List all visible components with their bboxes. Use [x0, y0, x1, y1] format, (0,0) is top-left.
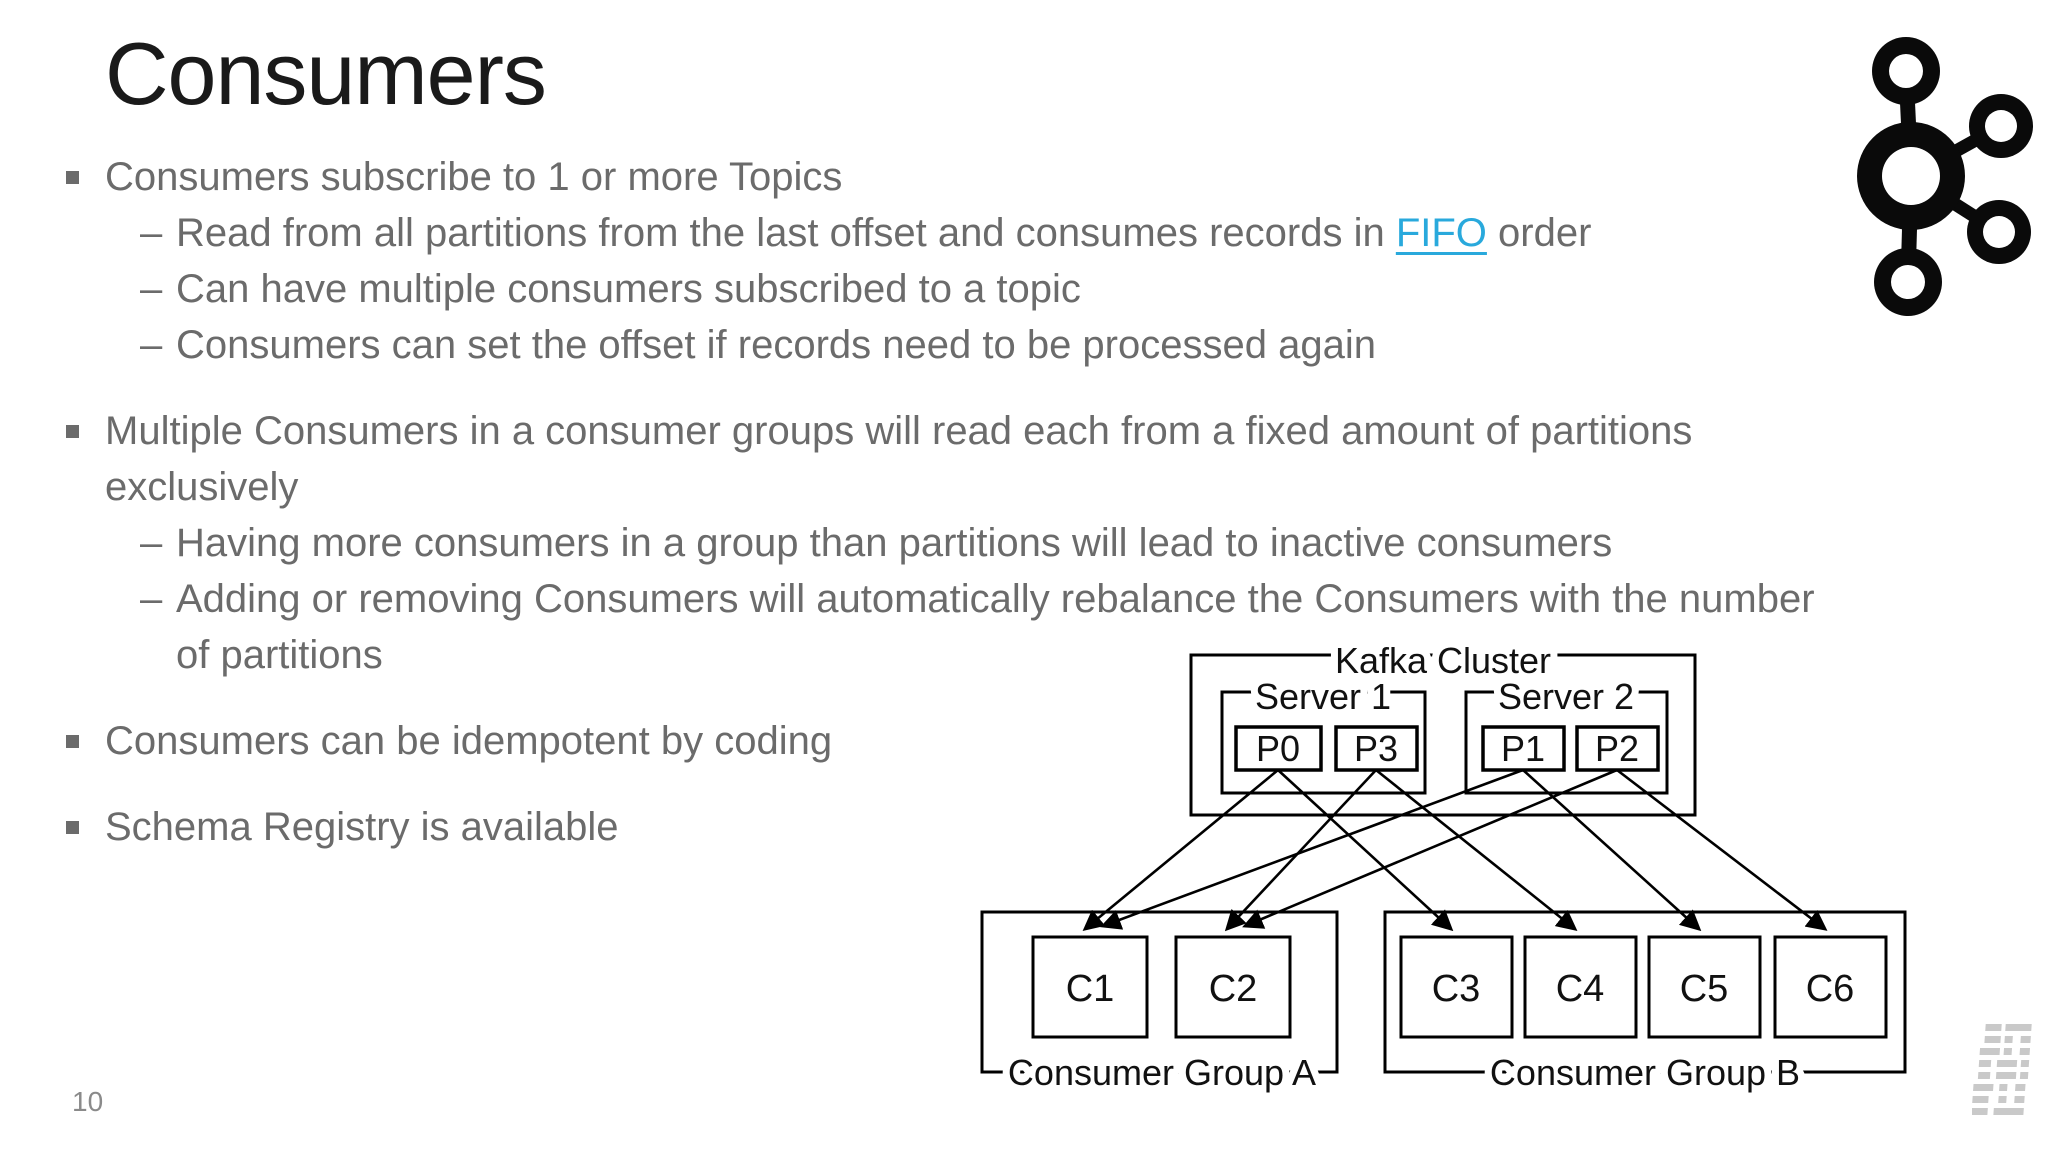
dash-marker: – — [140, 520, 163, 565]
sub-bullet-text: Having more consumers in a group than pa… — [176, 520, 1613, 565]
consumer-group-a-box — [980, 910, 1339, 1074]
server2-label: Server 2 — [1498, 676, 1634, 717]
consumer-box-c2 — [1174, 935, 1292, 1039]
consumer-group-b-box — [1383, 910, 1907, 1074]
consumer-label-c5: C5 — [1680, 968, 1729, 1010]
sub-bullet-text: Adding or removing Consumers will automa… — [176, 576, 1815, 677]
sub-bullet-item: – Can have multiple consumers subscribed… — [140, 261, 1920, 317]
bullet-group-3: Consumers can be idempotent by coding — [60, 713, 1920, 769]
arrow-p2-c2 — [1242, 768, 1618, 929]
slide-content: Consumers Consumers subscribe to 1 or mo… — [60, 24, 1920, 885]
consumer-box-c3 — [1399, 935, 1514, 1039]
bullet-group-2: Multiple Consumers in a consumer groups … — [60, 403, 1920, 683]
bullet-group-4: Schema Registry is available — [60, 799, 1920, 855]
partition-box-p1 — [1481, 725, 1566, 772]
dash-marker: – — [140, 210, 163, 255]
bullet-square-icon — [66, 170, 79, 184]
consumer-label-c4: C4 — [1556, 968, 1605, 1010]
partition-box-p0 — [1234, 725, 1323, 772]
arrow-p3-c4 — [1375, 768, 1578, 931]
page-title: Consumers — [105, 24, 547, 123]
bullet-item: Multiple Consumers in a consumer groups … — [60, 403, 1920, 515]
partition-label-p3: P3 — [1354, 728, 1398, 769]
arrow-p3-c2 — [1224, 769, 1377, 932]
bullet-group-1: Consumers subscribe to 1 or more Topics … — [60, 149, 1920, 373]
consumer-label-c3: C3 — [1432, 968, 1481, 1010]
bullet-square-icon — [66, 424, 79, 438]
bullet-text: Consumers subscribe to 1 or more Topics — [105, 154, 843, 199]
bullet-item: Consumers can be idempotent by coding — [60, 713, 1920, 769]
bullet-square-icon — [66, 820, 79, 834]
sub-bullet-item: – Having more consumers in a group than … — [140, 515, 1920, 571]
bullet-text: Schema Registry is available — [105, 804, 619, 849]
bullet-item: Consumers subscribe to 1 or more Topics — [60, 149, 1920, 205]
consumer-group-b-label: Consumer Group B — [1490, 1052, 1800, 1093]
consumer-label-c6: C6 — [1806, 968, 1855, 1010]
server2-box — [1464, 690, 1669, 795]
page-number: 10 — [72, 1086, 104, 1117]
fifo-link[interactable]: FIFO — [1395, 210, 1487, 255]
dash-marker: – — [140, 266, 163, 311]
bullet-item: Schema Registry is available — [60, 799, 1920, 855]
kafka-cluster-label: Kafka Cluster — [1335, 640, 1551, 681]
server1-label: Server 1 — [1255, 676, 1391, 717]
partition-label-p0: P0 — [1256, 728, 1300, 769]
server1-box — [1220, 690, 1427, 795]
consumer-label-c2: C2 — [1209, 968, 1258, 1010]
partition-label-p1: P1 — [1501, 728, 1545, 769]
kafka-consumer-diagram: Kafka Cluster Server 1 Server 2 P0 P3 P1… — [980, 635, 1907, 1100]
arrow-p2-c6 — [1616, 768, 1828, 931]
sub-bullet-text: Read from all partitions from the last o… — [176, 205, 1591, 261]
consumer-group-a-label: Consumer Group A — [1008, 1052, 1316, 1093]
consumer-box-c4 — [1523, 935, 1638, 1039]
consumer-label-c1: C1 — [1066, 968, 1115, 1010]
sub-bullet-text: Can have multiple consumers subscribed t… — [176, 266, 1081, 311]
consumer-box-c6 — [1773, 935, 1888, 1039]
bullet-square-icon — [66, 734, 79, 748]
sub-bullet-item: – Adding or removing Consumers will auto… — [140, 571, 1920, 683]
sub-bullet-item: – Consumers can set the offset if record… — [140, 317, 1920, 373]
arrow-p0-c3 — [1277, 769, 1454, 932]
ibm-logo-icon — [1972, 1024, 2032, 1115]
arrow-p0-c1 — [1082, 768, 1279, 931]
dash-marker: – — [140, 322, 163, 367]
dash-marker: – — [140, 576, 163, 621]
bullet-text: Multiple Consumers in a consumer groups … — [105, 408, 1693, 509]
kafka-logo-icon — [1857, 37, 2033, 316]
bullet-text: Consumers can be idempotent by coding — [105, 718, 833, 763]
sub-bullet-text-pre: Read from all partitions from the last o… — [176, 210, 1396, 255]
arrow-p1-c1 — [1100, 768, 1524, 930]
partition-label-p2: P2 — [1595, 728, 1639, 769]
consumer-box-c5 — [1647, 935, 1762, 1039]
sub-bullet-text: Consumers can set the offset if records … — [176, 322, 1376, 367]
sub-bullet-text-post: order — [1486, 210, 1592, 255]
kafka-cluster-box — [1189, 653, 1697, 817]
sub-bullet-item: – Read from all partitions from the last… — [140, 205, 1920, 261]
consumer-box-c1 — [1031, 935, 1149, 1039]
